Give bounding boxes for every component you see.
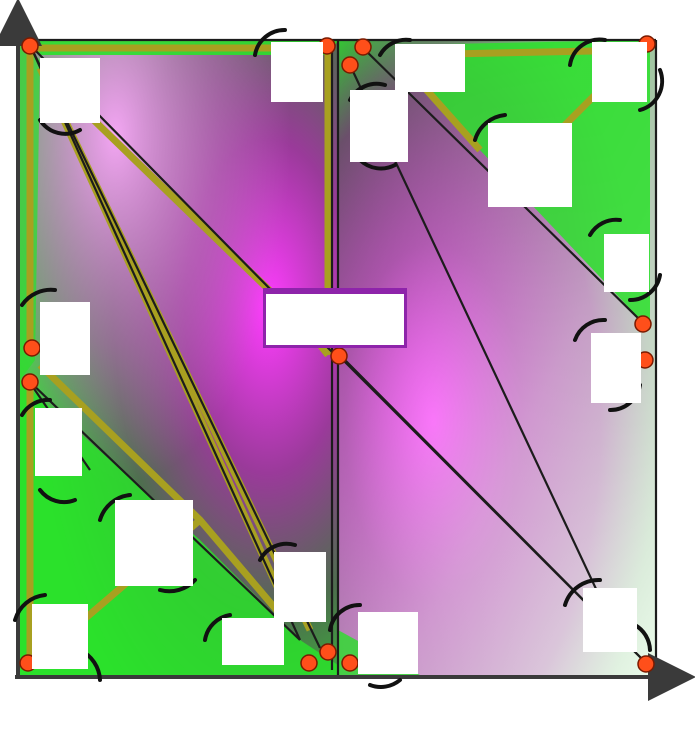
label-box [115,500,193,586]
label-box [32,604,88,669]
label-box [592,42,647,102]
label-box [604,234,649,292]
label-box [35,408,82,476]
label-box [271,42,323,102]
label-box [40,302,90,375]
label-box [40,58,100,123]
label-box [583,588,637,652]
label-box [395,44,465,92]
label-box [274,552,326,622]
label-box [358,612,418,674]
center-label-banner [263,288,407,348]
label-box [591,333,641,403]
label-box [222,618,284,665]
label-box [350,90,408,162]
label-box [488,123,572,207]
